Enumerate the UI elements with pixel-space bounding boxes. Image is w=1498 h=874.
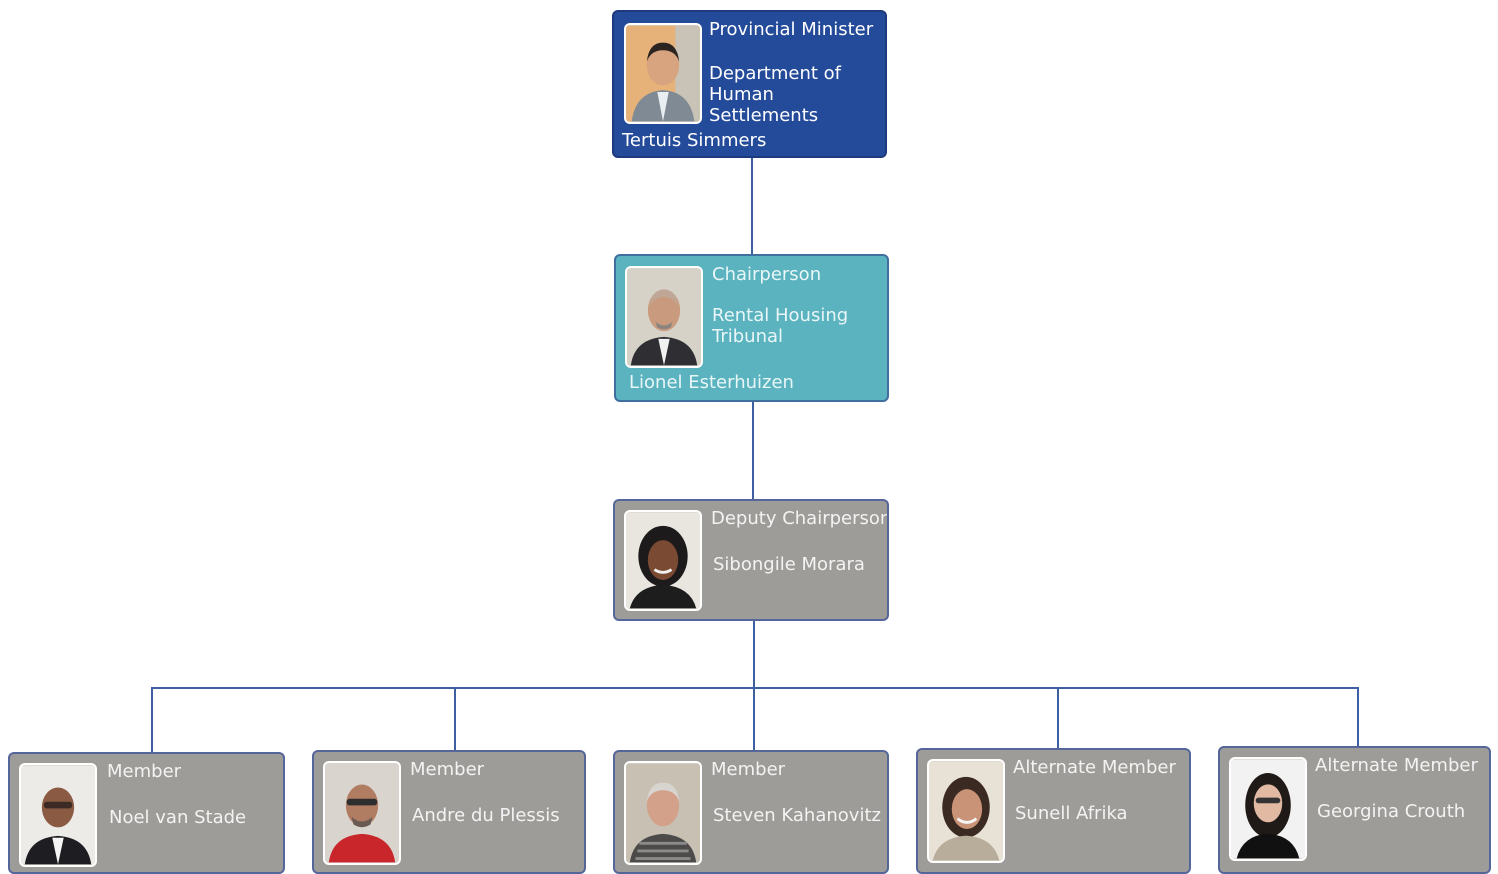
connector-member-3: [753, 687, 755, 751]
member-name: Andre du Plessis: [412, 805, 560, 826]
connector-deputy-bus: [753, 621, 755, 689]
alternate-member-node: Alternate Member Sunell Afrika: [916, 748, 1191, 874]
deputy-chairperson-photo: [624, 510, 702, 611]
chairperson-photo: [625, 266, 703, 368]
member-name: Noel van Stade: [109, 807, 247, 828]
member-photo: [323, 761, 401, 865]
minister-department: Department of Human Settlements: [709, 63, 841, 126]
member-node: Member Noel van Stade: [8, 752, 285, 874]
chairperson-department: Rental Housing Tribunal: [712, 305, 849, 347]
member-role: Member: [107, 761, 182, 782]
connector-members-bus: [151, 687, 1359, 689]
member-name: Steven Kahanovitz: [713, 805, 881, 826]
alternate-member-photo: [1229, 757, 1307, 861]
connector-member-1: [151, 687, 153, 753]
chairperson-name: Lionel Esterhuizen: [629, 372, 794, 393]
member-node: Member Steven Kahanovitz: [613, 750, 889, 874]
minister-node: Provincial Minister Department of Human …: [612, 10, 887, 158]
connector-member-5: [1357, 687, 1359, 748]
minister-photo: [624, 23, 702, 124]
member-node: Member Andre du Plessis: [312, 750, 586, 874]
alternate-member-name: Sunell Afrika: [1015, 803, 1128, 824]
deputy-chairperson-name: Sibongile Morara: [713, 554, 865, 575]
alternate-member-node: Alternate Member Georgina Crouth: [1218, 746, 1491, 874]
connector-member-4: [1057, 687, 1059, 749]
minister-name: Tertuis Simmers: [622, 130, 767, 151]
minister-role: Provincial Minister: [709, 19, 874, 40]
deputy-chairperson-role: Deputy Chairperson: [711, 508, 889, 529]
member-photo: [19, 763, 97, 867]
deputy-chairperson-node: Deputy Chairperson Sibongile Morara: [613, 499, 889, 621]
alternate-member-photo: [927, 759, 1005, 863]
chairperson-node: Chairperson Rental Housing Tribunal Lion…: [614, 254, 889, 402]
member-role: Member: [410, 759, 485, 780]
chairperson-role: Chairperson: [712, 264, 822, 285]
alternate-member-role: Alternate Member: [1315, 755, 1478, 776]
member-role: Member: [711, 759, 786, 780]
alternate-member-role: Alternate Member: [1013, 757, 1176, 778]
connector-chair-deputy: [752, 402, 754, 499]
connector-minister-chair: [751, 158, 753, 255]
member-photo: [624, 761, 702, 865]
alternate-member-name: Georgina Crouth: [1317, 801, 1466, 822]
connector-member-2: [454, 687, 456, 751]
